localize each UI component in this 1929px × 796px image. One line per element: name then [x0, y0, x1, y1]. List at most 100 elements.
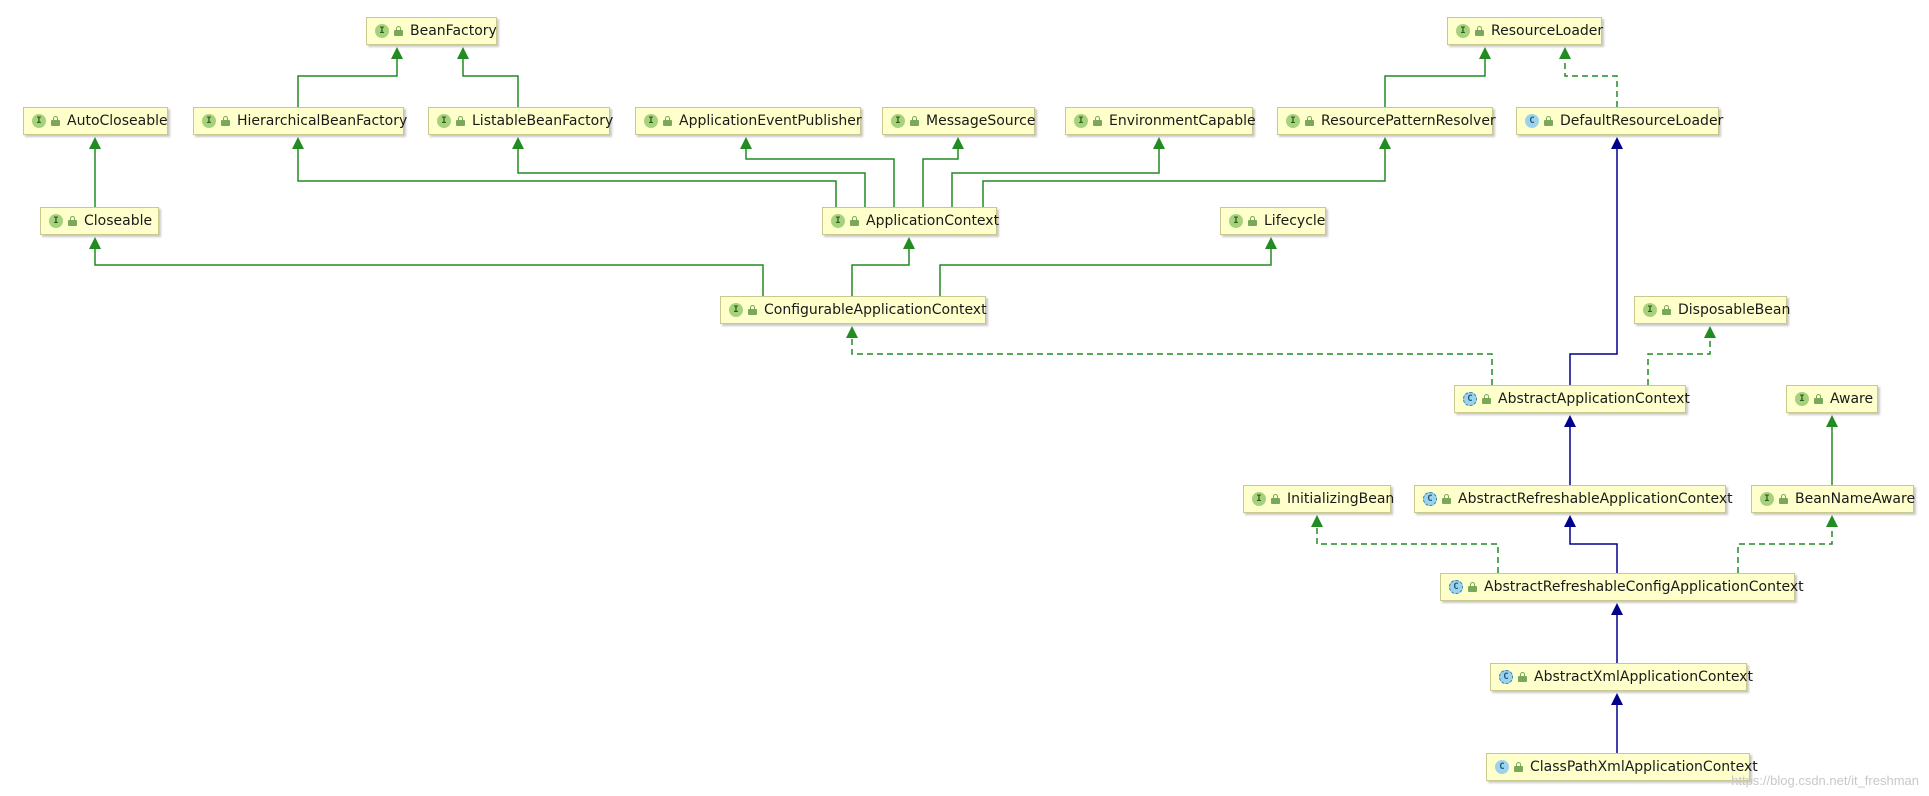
- node-label: BeanNameAware: [1795, 491, 1916, 507]
- edge-resource-pattern-resolver-to-resource-loader: [1384, 47, 1491, 107]
- class-icon: C: [1495, 760, 1509, 774]
- public-visibility-icon: [1518, 672, 1527, 682]
- abstract-class-icon: C: [1463, 392, 1477, 406]
- edge-application-context-to-message-source: [922, 137, 964, 207]
- edge-abstract-application-context-to-disposable-bean: [1647, 326, 1716, 385]
- public-visibility-icon: [910, 116, 919, 126]
- public-visibility-icon: [1271, 494, 1280, 504]
- node-label: DisposableBean: [1678, 302, 1791, 318]
- public-visibility-icon: [1475, 26, 1484, 36]
- node-label: AutoCloseable: [67, 113, 168, 129]
- interface-icon: I: [1643, 303, 1657, 317]
- edge-application-context-to-resource-pattern-resolver: [982, 137, 1391, 207]
- node-disposable-bean[interactable]: I DisposableBean: [1634, 296, 1791, 324]
- node-message-source[interactable]: I MessageSource: [882, 107, 1035, 135]
- edge-abstract-application-context-to-default-resource-loader: [1569, 137, 1623, 385]
- public-visibility-icon: [1514, 762, 1523, 772]
- public-visibility-icon: [1093, 116, 1102, 126]
- class-icon: C: [1525, 114, 1539, 128]
- arrowhead: [1379, 137, 1391, 149]
- node-lifecycle[interactable]: I Lifecycle: [1220, 207, 1326, 235]
- node-closeable[interactable]: I Closeable: [40, 207, 159, 235]
- edge-abstract-refreshable-config-application-context-to-bean-name-aware: [1737, 515, 1838, 573]
- interface-icon: I: [891, 114, 905, 128]
- node-label: AbstractXmlApplicationContext: [1534, 669, 1753, 685]
- node-label: Lifecycle: [1264, 213, 1326, 229]
- public-visibility-icon: [1482, 394, 1491, 404]
- edge-bean-name-aware-to-aware: [1826, 415, 1838, 485]
- public-visibility-icon: [850, 216, 859, 226]
- public-visibility-icon: [1544, 116, 1553, 126]
- arrowhead: [1153, 137, 1165, 149]
- abstract-class-icon: C: [1423, 492, 1437, 506]
- public-visibility-icon: [68, 216, 77, 226]
- public-visibility-icon: [221, 116, 230, 126]
- public-visibility-icon: [1305, 116, 1314, 126]
- public-visibility-icon: [1662, 305, 1671, 315]
- interface-icon: I: [1456, 24, 1470, 38]
- arrowhead: [457, 47, 469, 59]
- edge-configurable-application-context-to-application-context: [851, 237, 915, 296]
- node-label: DefaultResourceLoader: [1560, 113, 1724, 129]
- arrowhead: [1611, 137, 1623, 149]
- edge-closeable-to-auto-closeable: [89, 137, 101, 207]
- node-label: Closeable: [84, 213, 153, 229]
- interface-icon: I: [1795, 392, 1809, 406]
- node-label: ResourcePatternResolver: [1321, 113, 1496, 129]
- node-label: MessageSource: [926, 113, 1036, 129]
- arrowhead: [1564, 415, 1576, 427]
- edge-class-path-xml-application-context-to-abstract-xml-application-context: [1611, 693, 1623, 753]
- node-abstract-refreshable-application-context[interactable]: C AbstractRefreshableApplicationContext: [1414, 485, 1733, 513]
- node-label: ApplicationContext: [866, 213, 1000, 229]
- node-label: ConfigurableApplicationContext: [764, 302, 987, 318]
- public-visibility-icon: [1779, 494, 1788, 504]
- edge-application-context-to-hierarchical-bean-factory: [292, 137, 837, 207]
- public-visibility-icon: [1248, 216, 1257, 226]
- edge-hierarchical-bean-factory-to-bean-factory: [297, 47, 403, 107]
- node-default-resource-loader[interactable]: C DefaultResourceLoader: [1516, 107, 1723, 135]
- public-visibility-icon: [1468, 582, 1477, 592]
- edge-abstract-xml-application-context-to-abstract-refreshable-config-application-context: [1611, 603, 1623, 663]
- edge-default-resource-loader-to-resource-loader: [1559, 47, 1618, 107]
- public-visibility-icon: [1814, 394, 1823, 404]
- arrowhead: [846, 326, 858, 338]
- node-label: AbstractRefreshableApplicationContext: [1458, 491, 1733, 507]
- edge-application-context-to-listable-bean-factory: [512, 137, 866, 207]
- edge-configurable-application-context-to-lifecycle: [939, 237, 1277, 296]
- public-visibility-icon: [1442, 494, 1451, 504]
- interface-icon: I: [49, 214, 63, 228]
- public-visibility-icon: [663, 116, 672, 126]
- edge-abstract-application-context-to-configurable-application-context: [846, 326, 1493, 385]
- node-label: AbstractRefreshableConfigApplicationCont…: [1484, 579, 1804, 595]
- edge-application-context-to-application-event-publisher: [740, 137, 895, 207]
- arrowhead: [89, 137, 101, 149]
- arrowhead: [952, 137, 964, 149]
- edge-listable-bean-factory-to-bean-factory: [457, 47, 519, 107]
- node-label: ApplicationEventPublisher: [679, 113, 862, 129]
- arrowhead: [1564, 515, 1576, 527]
- edge-application-context-to-environment-capable: [951, 137, 1165, 207]
- watermark: https://blog.csdn.net/it_freshman: [1731, 773, 1919, 788]
- arrowhead: [1826, 415, 1838, 427]
- interface-icon: I: [1229, 214, 1243, 228]
- interface-icon: I: [1074, 114, 1088, 128]
- arrowhead: [1311, 515, 1323, 527]
